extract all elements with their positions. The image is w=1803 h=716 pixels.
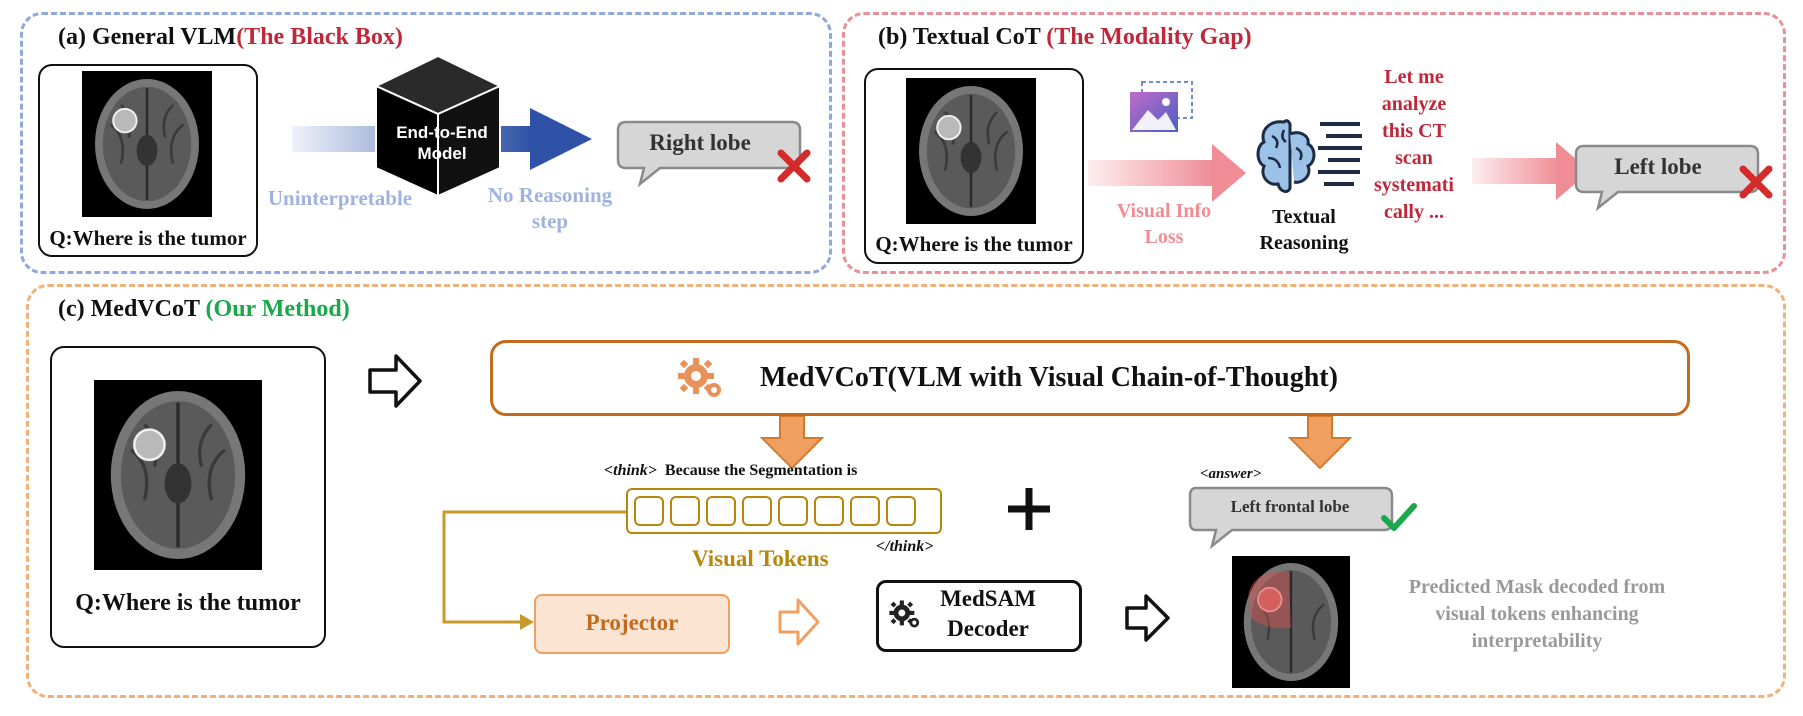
panel-a-title-accent: (The Black Box) (236, 24, 403, 50)
panel-a-title: (a) General VLM(The Black Box) (58, 24, 403, 51)
panel-b-title-accent: (The Modality Gap) (1046, 24, 1252, 50)
medsam-decoder-label: MedSAM Decoder (940, 586, 1036, 641)
panel-c-question: Q:Where is the tumor (75, 590, 301, 616)
visual-token (670, 496, 700, 526)
predicted-mask-image (1232, 556, 1350, 688)
mask-caption: Predicted Mask decoded from visual token… (1408, 576, 1666, 652)
black-box-cube-icon (373, 54, 503, 198)
visual-token (634, 496, 664, 526)
think-line: <think> Because the Segmentation is (604, 462, 857, 480)
panel-a-label-uninterpretable: Uninterpretable (267, 186, 413, 210)
panel-c-mri-image (94, 380, 262, 570)
gear-icon (678, 358, 721, 397)
visual-token-row (634, 496, 916, 526)
panel-c-title: (c) MedVCoT (Our Method) (58, 296, 350, 323)
panel-b-title-prefix: (b) Textual CoT (878, 24, 1041, 50)
medsam-decoder-box (876, 580, 1082, 652)
panel-a-question: Q:Where is the tumor (49, 226, 247, 250)
textual-reasoning-label: Textual Reasoning (1259, 206, 1349, 254)
visual-token (814, 496, 844, 526)
think-close-tag: </think> (876, 538, 933, 556)
cot-text: Let me analyze this CT scan systemati ca… (1374, 66, 1454, 223)
panel-medvcot (26, 284, 1786, 698)
wrong-cross-icon (1739, 165, 1773, 199)
panel-b-loss-arrow (1088, 160, 1214, 186)
down-arrow-think (760, 416, 824, 470)
projector-arrow-icon (778, 598, 820, 646)
visual-info-loss-label: Visual Info Loss (1116, 200, 1212, 248)
panel-c-answer-bubble (1188, 486, 1394, 550)
image-icon (1130, 81, 1193, 132)
think-close-text: </think> (876, 538, 934, 555)
wrong-cross-icon (777, 149, 811, 183)
panel-a-title-prefix: (a) General VLM (58, 24, 237, 50)
panel-b-mri-image (906, 78, 1036, 224)
cube-label: End-to-End Model (396, 123, 488, 163)
plus-icon (1008, 488, 1050, 530)
panel-a-answer: Right lobe (649, 130, 751, 155)
brain-mri-icon (95, 79, 199, 209)
panel-a-mri-image (82, 71, 212, 217)
gear-icon (889, 600, 920, 628)
panel-c-answer: Left frontal lobe (1230, 497, 1350, 516)
visual-token (706, 496, 736, 526)
think-text: Because the Segmentation is (664, 462, 858, 479)
medvcot-model-label: MedVCoT(VLM with Visual Chain-of-Thought… (760, 362, 1338, 393)
brain-mri-icon (919, 86, 1023, 216)
visual-token (778, 496, 808, 526)
panel-general-vlm (20, 12, 832, 274)
panel-c-title-accent: (Our Method) (205, 296, 350, 322)
answer-tag: <answer> (1200, 466, 1261, 483)
hollow-arrow-icon (368, 354, 422, 408)
token-projector-connector (442, 510, 626, 630)
projector-label: Projector (585, 610, 679, 635)
answer-tag-text: <answer> (1200, 466, 1262, 482)
panel-a-answer-bubble (616, 120, 802, 188)
panel-b-answer-bubble (1574, 144, 1760, 212)
panel-a-arrow-head (530, 108, 592, 170)
brain-mask-icon (1243, 563, 1339, 681)
panel-b-question: Q:Where is the tumor (875, 232, 1073, 256)
panel-b-title: (b) Textual CoT (The Modality Gap) (878, 24, 1252, 51)
panel-a-label-no-reasoning: No Reasoning step (487, 183, 613, 233)
brain-mri-icon (110, 391, 246, 559)
visual-token (850, 496, 880, 526)
think-open-tag: <think> (604, 462, 657, 479)
visual-tokens-container (626, 488, 942, 534)
text-lines-icon (1318, 122, 1362, 186)
projector-box (534, 594, 730, 654)
panel-b-answer-arrow (1472, 158, 1560, 184)
hollow-arrow-icon (1125, 594, 1170, 642)
visual-tokens-label: Visual Tokens (692, 546, 829, 571)
visual-token (742, 496, 772, 526)
panel-b-loss-arrow-head (1212, 144, 1246, 202)
correct-check-icon (1381, 503, 1417, 531)
visual-token (886, 496, 916, 526)
down-arrow-answer (1288, 416, 1352, 470)
panel-textual-cot (842, 12, 1786, 274)
panel-c-title-prefix: (c) MedVCoT (58, 296, 200, 322)
panel-b-answer: Left lobe (1614, 154, 1702, 179)
brain-reasoning-icon (1256, 119, 1316, 193)
